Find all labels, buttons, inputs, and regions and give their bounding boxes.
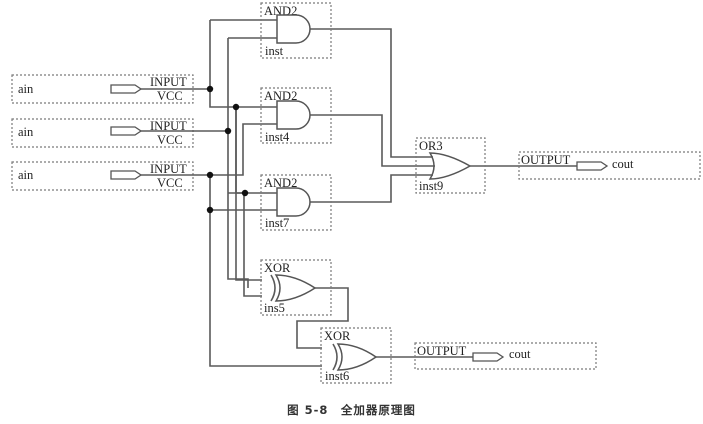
junction-dot	[206, 206, 214, 214]
xor-gate-ins5[interactable]: XOR ins5	[260, 259, 332, 316]
gate-type-label: AND2	[264, 176, 297, 190]
input-pin-3[interactable]: ain INPUT VCC	[11, 161, 194, 191]
input-port-icon	[110, 170, 143, 180]
gate-instance-label: inst	[265, 44, 284, 58]
wires	[141, 19, 595, 367]
input-type-label: INPUT	[150, 75, 187, 89]
wire-b-trunk	[227, 38, 249, 288]
output-pin-name: cout	[509, 347, 531, 361]
input-pin-box	[11, 118, 194, 148]
gate-type-label: XOR	[324, 329, 351, 343]
input-pin-box	[11, 74, 194, 104]
wire-and1-out	[310, 28, 418, 158]
wire-b-to-xor1	[228, 192, 262, 297]
and-gate-icon	[276, 14, 311, 44]
gate-instance-label: inst6	[325, 369, 349, 383]
gate-inputs	[262, 106, 277, 125]
output-port-icon	[576, 161, 609, 171]
wire-a-trunk	[209, 20, 236, 108]
and-gate-inst4[interactable]: AND2 inst4	[260, 87, 332, 144]
and-gate-inst[interactable]: AND2 inst	[260, 2, 332, 59]
output-port-icon	[472, 352, 505, 362]
figure-caption: 图 5-8 全加器原理图	[287, 403, 416, 417]
gate-box	[320, 327, 392, 384]
and-gate-icon	[276, 100, 311, 130]
input-pin-2[interactable]: ain INPUT VCC	[11, 118, 194, 148]
gate-type-label: OR3	[419, 139, 443, 153]
junction-dot	[224, 127, 232, 135]
gate-instance-label: inst9	[419, 179, 443, 193]
junction-dot	[206, 171, 214, 179]
input-port-icon	[110, 126, 143, 136]
junctions	[206, 85, 249, 214]
output-type-label: OUTPUT	[417, 344, 467, 358]
junction-dot	[232, 103, 240, 111]
input-default-label: VCC	[157, 133, 183, 147]
wire-c-to-xor2	[209, 210, 322, 367]
gate-inputs	[418, 156, 481, 176]
wire-c-to-and2	[141, 123, 262, 176]
gate-type-label: XOR	[264, 261, 291, 275]
input-port-icon	[110, 84, 143, 94]
gate-inputs	[262, 19, 277, 39]
junction-dot	[206, 85, 214, 93]
gate-instance-label: inst4	[265, 130, 290, 144]
gate-instance-label: ins5	[264, 301, 285, 315]
wire-and2-out	[310, 114, 418, 167]
and-gate-inst7[interactable]: AND2 inst7	[260, 174, 332, 231]
or-gate-icon	[428, 152, 472, 180]
gate-box	[260, 259, 332, 316]
gate-box	[260, 2, 332, 59]
wire-xor1-out	[296, 287, 349, 349]
gate-box	[415, 137, 486, 194]
xor-gate-icon	[336, 343, 378, 371]
input-default-label: VCC	[157, 176, 183, 190]
output-pin-1[interactable]: OUTPUT cout	[518, 151, 701, 180]
gate-inputs	[262, 192, 277, 211]
xor-arc	[332, 343, 338, 371]
or3-gate-inst9[interactable]: OR3 inst9	[415, 137, 486, 194]
xor-gate-inst6[interactable]: XOR inst6	[320, 327, 392, 384]
gate-box	[260, 174, 332, 231]
output-pin-name: cout	[612, 157, 634, 171]
input-pin-name: ain	[18, 125, 34, 139]
input-pin-name: ain	[18, 168, 34, 182]
gate-box	[260, 87, 332, 144]
gate-type-label: AND2	[264, 89, 297, 103]
input-pin-box	[11, 161, 194, 191]
wire-a-to-and3	[235, 110, 262, 194]
input-type-label: INPUT	[150, 162, 187, 176]
output-pin-2[interactable]: OUTPUT cout	[414, 342, 597, 370]
input-default-label: VCC	[157, 89, 183, 103]
output-type-label: OUTPUT	[521, 153, 571, 167]
input-pin-name: ain	[18, 82, 34, 96]
input-type-label: INPUT	[150, 119, 187, 133]
xor-arc	[270, 274, 276, 302]
gate-instance-label: inst7	[265, 216, 289, 230]
junction-dot	[241, 189, 249, 197]
input-pin-1[interactable]: ain INPUT VCC	[11, 74, 194, 104]
and-gate-icon	[276, 187, 311, 217]
xor-gate-icon	[274, 274, 317, 302]
output-pin-box	[414, 342, 597, 370]
wire-and3-out	[310, 174, 418, 203]
